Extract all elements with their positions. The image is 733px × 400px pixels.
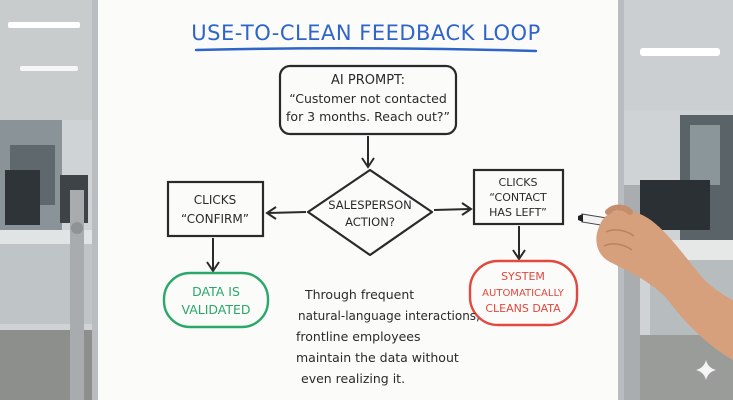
green-line-1: DATA IS <box>192 284 240 299</box>
clicks-confirm-box: CLICKS “CONFIRM” <box>166 180 265 238</box>
sparkle-icon <box>696 360 716 380</box>
note-line-3: frontline employees <box>296 329 420 344</box>
green-line-2: VALIDATED <box>181 302 250 317</box>
explanation-note: Through frequent natural-language intera… <box>296 287 480 386</box>
arrow-right-box-to-result <box>512 226 526 261</box>
arrow-left-box-to-result <box>206 238 220 273</box>
note-line-5: even realizing it. <box>301 371 405 386</box>
prompt-line-2: “Customer not contacted <box>289 91 447 106</box>
right-box-line-2: “CONTACT <box>489 191 547 204</box>
note-line-4: maintain the data without <box>296 350 459 365</box>
clicks-contact-has-left-box: CLICKS “CONTACT HAS LEFT” <box>472 168 565 226</box>
arrow-decision-to-left <box>265 206 307 220</box>
board-title: USE-TO-CLEAN FEEDBACK LOOP <box>191 21 541 53</box>
arrow-prompt-to-decision <box>361 136 375 169</box>
red-line-1: SYSTEM <box>501 270 545 283</box>
title-underline <box>194 46 538 53</box>
right-box-line-3: HAS LEFT” <box>489 206 547 219</box>
title-text: USE-TO-CLEAN FEEDBACK LOOP <box>191 21 541 45</box>
prompt-line-3: for 3 months. Reach out?” <box>286 109 450 124</box>
hand-icon <box>596 209 733 360</box>
note-line-2: natural-language interactions, <box>298 309 480 323</box>
arrow-decision-to-right <box>433 202 473 216</box>
red-line-2: AUTOMATICALLY <box>482 288 565 299</box>
ai-prompt-box: AI PROMPT: “Customer not contacted for 3… <box>278 64 458 136</box>
left-box-line-1: CLICKS <box>194 193 236 207</box>
note-line-1: Through frequent <box>304 287 414 302</box>
right-box-line-1: CLICKS <box>499 176 538 189</box>
decision-line-2: ACTION? <box>345 215 395 229</box>
system-cleans-data-bubble: SYSTEM AUTOMATICALLY CLEANS DATA <box>468 259 579 327</box>
data-validated-bubble: DATA IS VALIDATED <box>162 271 270 329</box>
left-box-line-2: “CONFIRM” <box>181 212 249 226</box>
prompt-line-1: AI PROMPT: <box>331 73 405 88</box>
hand-with-marker <box>578 204 733 360</box>
decision-line-1: SALESPERSON <box>328 198 412 212</box>
decision-diamond: SALESPERSON ACTION? <box>306 168 434 257</box>
red-line-3: CLEANS DATA <box>485 302 561 315</box>
